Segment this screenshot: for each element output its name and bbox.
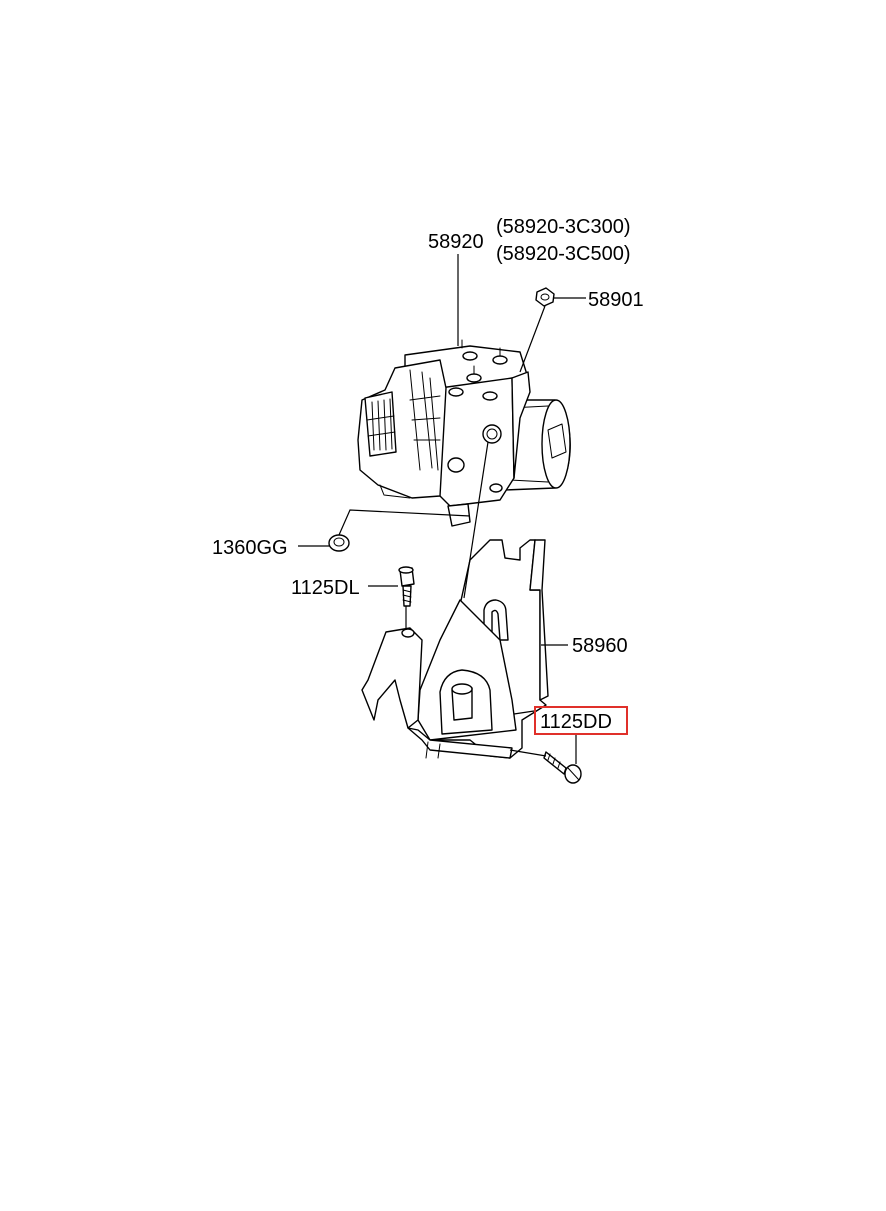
label-1125DD[interactable]: 1125DD bbox=[540, 711, 612, 733]
abs-bracket bbox=[361, 539, 549, 759]
bolt-1125DL bbox=[398, 566, 415, 607]
bolt-1125DD bbox=[543, 751, 582, 784]
nut-58901 bbox=[535, 287, 555, 307]
label-1360GG: 1360GG bbox=[212, 537, 288, 559]
bushing-1360GG bbox=[328, 534, 350, 552]
label-58920: 58920 bbox=[428, 231, 484, 253]
label-58920-alt2: (58920-3C500) bbox=[496, 243, 631, 265]
leader-lines bbox=[298, 254, 586, 764]
label-58920-alt1: (58920-3C300) bbox=[496, 216, 631, 238]
label-58960: 58960 bbox=[572, 635, 628, 657]
highlight-box-1125DD bbox=[534, 706, 628, 735]
port-fittings bbox=[447, 339, 508, 473]
abs-hydraulic-module bbox=[357, 339, 571, 527]
label-58901: 58901 bbox=[588, 289, 644, 311]
label-1125DL: 1125DL bbox=[291, 577, 360, 599]
